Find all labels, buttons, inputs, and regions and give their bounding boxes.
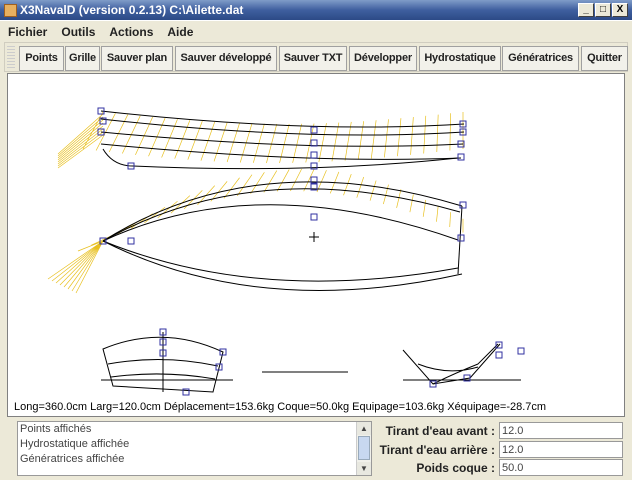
hydrostatique-button[interactable]: Hydrostatique: [419, 46, 501, 71]
tirant-avant-input[interactable]: [499, 422, 623, 439]
close-button[interactable]: X: [612, 3, 628, 17]
quitter-button[interactable]: Quitter: [581, 46, 628, 71]
control-points: [97, 107, 525, 396]
java-app-icon: [4, 4, 17, 17]
sauver-txt-button[interactable]: Sauver TXT: [279, 46, 347, 71]
toolbar: Points Grille Sauver plan Sauver dévelop…: [4, 42, 628, 72]
scroll-up-icon[interactable]: ▲: [357, 422, 371, 435]
menu-fichier[interactable]: Fichier: [8, 25, 48, 39]
grille-button[interactable]: Grille: [65, 46, 100, 71]
maximize-button[interactable]: □: [595, 3, 611, 17]
sections-view: [101, 332, 521, 393]
tirant-arriere-input[interactable]: [499, 441, 623, 458]
log-line: Génératrices affichée: [20, 453, 125, 465]
menu-outils[interactable]: Outils: [61, 25, 96, 39]
profile-view: [100, 110, 465, 170]
scroll-thumb[interactable]: [358, 436, 370, 460]
sauver-developpe-button[interactable]: Sauver développé: [175, 46, 277, 71]
tirant-arriere-label: Tirant d'eau arrière :: [379, 443, 495, 457]
menu-actions[interactable]: Actions: [109, 25, 154, 39]
menu-bar: Fichier Outils Actions Aide: [0, 22, 632, 41]
title-bar: X3NavalD (version 0.2.13) C:\Ailette.dat…: [0, 0, 632, 21]
log-line: Hydrostatique affichée: [20, 438, 130, 450]
sauver-plan-button[interactable]: Sauver plan: [101, 46, 173, 71]
hull-drawing: [47, 107, 525, 396]
log-scrollbar[interactable]: ▲ ▼: [356, 422, 371, 475]
scroll-down-icon[interactable]: ▼: [357, 462, 371, 475]
generatrices-lines: [47, 111, 464, 294]
points-button[interactable]: Points: [19, 46, 64, 71]
plan-view: [102, 181, 463, 291]
menu-aide[interactable]: Aide: [167, 25, 194, 39]
hull-stats: Long=360.0cm Larg=120.0cm Déplacement=15…: [14, 401, 547, 413]
toolbar-grip[interactable]: [7, 46, 15, 70]
drawing-canvas[interactable]: Long=360.0cm Larg=120.0cm Déplacement=15…: [7, 73, 625, 417]
generatrices-button[interactable]: Génératrices: [502, 46, 579, 71]
minimize-button[interactable]: _: [578, 3, 594, 17]
window-title: X3NavalD (version 0.2.13) C:\Ailette.dat: [20, 3, 244, 17]
tirant-avant-label: Tirant d'eau avant :: [385, 424, 495, 438]
message-log: Points affichés Hydrostatique affichée G…: [17, 421, 372, 476]
poids-coque-input[interactable]: [499, 459, 623, 476]
developper-button[interactable]: Développer: [349, 46, 417, 71]
log-line: Points affichés: [20, 423, 92, 435]
poids-coque-label: Poids coque :: [416, 461, 495, 475]
